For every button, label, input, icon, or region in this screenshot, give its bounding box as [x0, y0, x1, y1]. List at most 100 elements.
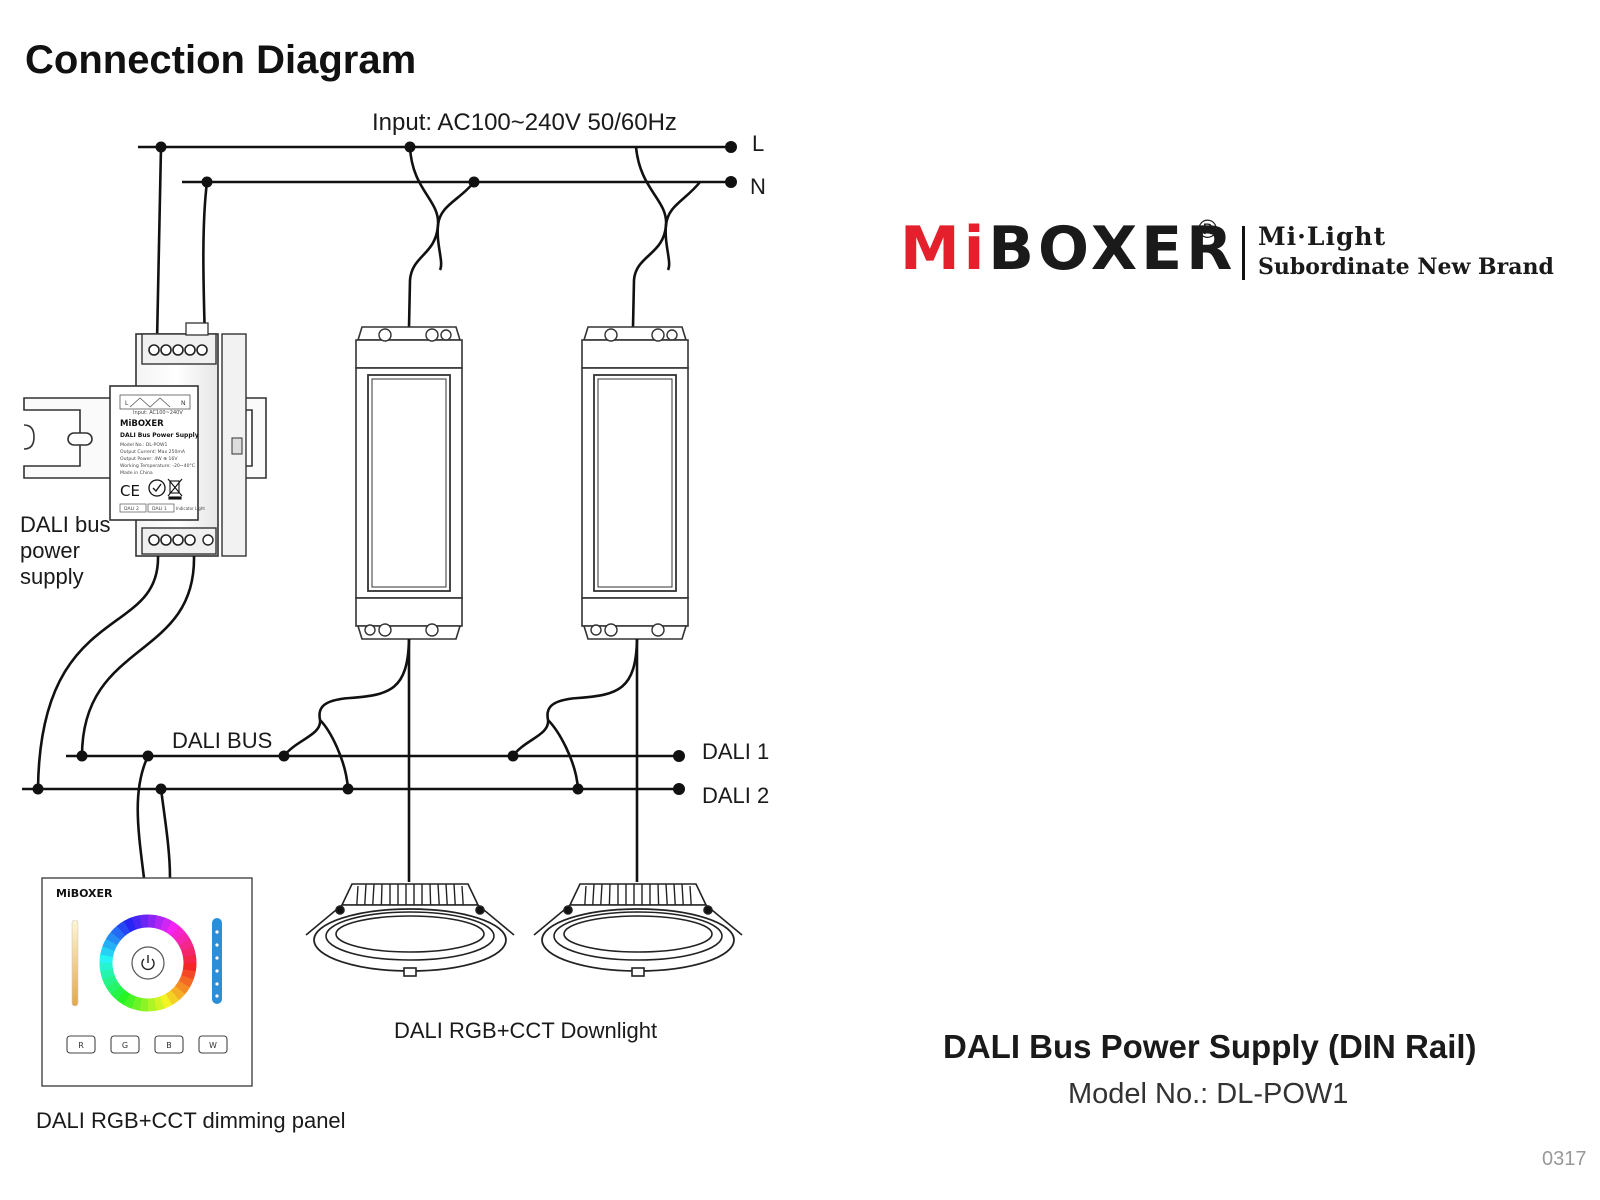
psu-top-terminal-N: N: [181, 400, 186, 407]
psu-spec-model: Model No.: DL-POW1: [120, 442, 167, 448]
color-wheel-segment: [147, 997, 157, 1012]
panel-wires: [136, 755, 172, 879]
miboxer-logo: MiBOXER: [900, 214, 1236, 284]
input-voltage-label: Input: AC100~240V 50/60Hz: [372, 109, 677, 136]
color-wheel-segment: [110, 925, 126, 941]
color-wheel-segment: [182, 954, 197, 964]
color-wheel-segment: [100, 946, 115, 957]
color-wheel-segment: [170, 925, 186, 941]
color-wheel-segment: [100, 968, 115, 980]
color-wheel-segment: [123, 993, 136, 1009]
brand-divider: [1242, 226, 1245, 280]
model-number: Model No.: DL-POW1: [1068, 1078, 1349, 1110]
driver-input-wires: [407, 146, 702, 328]
psu-input-text: Input: AC100~240V: [133, 410, 183, 416]
registered-mark: ®: [1198, 214, 1218, 244]
dali-bus-lines: [22, 754, 680, 791]
dali-2-label: DALI 2: [702, 783, 770, 808]
color-wheel-segment: [105, 931, 122, 946]
psu-top-terminal-L: L: [125, 400, 129, 407]
panel-brightness-slider: [212, 918, 222, 1004]
psu-spec-temp: Working Temperature: -20~40°C: [120, 463, 195, 469]
color-wheel-segment: [170, 985, 186, 1001]
panel-button-r-label: R: [78, 1041, 84, 1050]
driver-output-wires: [282, 638, 639, 882]
psu-label-line1: DALI bus: [20, 512, 111, 537]
color-wheel-segment: [116, 920, 131, 936]
dali-bus-power-supply: L N Input: AC100~240V MiBOXER DALI Bus P…: [109, 322, 247, 557]
dali-bus-label: DALI BUS: [172, 728, 273, 753]
psu-bottom-indicator-label: Indicator Light: [176, 506, 205, 511]
panel-cct-slider: [71, 919, 79, 1007]
page-code: 0317: [1542, 1148, 1587, 1170]
color-wheel-segment: [105, 980, 121, 995]
dali-dimming-panel: MiBOXER R G B W: [41, 877, 253, 1087]
downlight-1: [305, 883, 515, 977]
psu-bottom-terminal-dali2: DALI 2: [124, 506, 139, 512]
brand-logo-mi: Mi: [900, 214, 989, 284]
color-wheel-segment: [160, 917, 173, 933]
rohs-mark-icon: [148, 479, 166, 497]
color-wheel-segment: [181, 969, 196, 980]
color-wheel-segment: [178, 938, 194, 952]
psu-indicator-light: [202, 534, 214, 546]
psu-logo: MiBOXER: [120, 419, 164, 429]
page-title: Connection Diagram: [25, 38, 417, 82]
color-wheel-segment: [175, 931, 191, 946]
color-wheel-segment: [99, 954, 114, 964]
dali-1-label: DALI 1: [702, 739, 770, 764]
dali-driver-2: [581, 326, 689, 640]
panel-button-w-label: W: [209, 1041, 217, 1050]
color-wheel-segment: [139, 997, 149, 1012]
dali-driver-1: [355, 326, 463, 640]
panel-button-r: [66, 1035, 96, 1054]
color-wheel-segment: [139, 914, 149, 929]
psu-input-wires: [155, 146, 209, 343]
color-wheel-segment: [116, 989, 131, 1006]
psu-spec-power: Output Power: 4W ⊕ 16V: [120, 456, 178, 462]
panel-button-g-label: G: [122, 1041, 128, 1050]
ac-mains-lines: [138, 145, 733, 184]
color-wheel-segment: [165, 920, 180, 937]
color-wheel-segment: [154, 915, 165, 930]
color-wheel-segment: [165, 990, 180, 1006]
color-wheel-segment: [178, 975, 194, 988]
color-wheel-segment: [99, 962, 114, 972]
psu-label-line3: supply: [20, 564, 84, 589]
psu-bottom-terminal-screws: [148, 534, 196, 546]
color-wheel-segment: [182, 962, 197, 972]
color-wheel-segment: [102, 974, 118, 988]
panel-color-wheel: [99, 914, 197, 1012]
color-wheel-segment: [153, 996, 165, 1011]
color-wheel-segment: [110, 985, 126, 1001]
ce-mark-icon: CE: [120, 482, 140, 500]
psu-label-line2: power: [20, 538, 80, 563]
downlight-label: DALI RGB+CCT Downlight: [394, 1018, 658, 1043]
panel-buttons: R G B W: [66, 1035, 228, 1054]
downlight-2: [533, 883, 743, 977]
panel-button-w: [198, 1035, 228, 1054]
line-N-label: N: [750, 174, 766, 199]
line-L-label: L: [752, 131, 765, 156]
psu-top-terminal-screws: [148, 344, 208, 356]
panel-button-b-label: B: [166, 1041, 172, 1050]
psu-output-wires: [36, 555, 196, 790]
color-wheel-segment: [131, 915, 143, 930]
panel-label: DALI RGB+CCT dimming panel: [36, 1108, 346, 1133]
product-name: DALI Bus Power Supply (DIN Rail): [943, 1028, 1477, 1065]
brand-subtitle-tagline: Subordinate New Brand: [1258, 254, 1554, 280]
color-wheel-segment: [159, 993, 173, 1009]
psu-title: DALI Bus Power Supply: [120, 432, 199, 439]
color-wheel-segment: [102, 938, 118, 951]
color-wheel-segment: [181, 946, 196, 958]
panel-button-g: [110, 1035, 140, 1054]
brand-subtitle-milight: Mi·Light: [1258, 222, 1387, 251]
color-wheel-segment: [147, 914, 157, 929]
color-wheel-segment: [123, 917, 137, 933]
color-wheel-segment: [174, 980, 191, 995]
psu-bottom-terminal-dali1: DALI 1: [152, 506, 167, 512]
brand-logo-boxer: BOXER: [988, 214, 1237, 284]
psu-spec-origin: Made in China: [120, 470, 153, 476]
panel-logo: MiBOXER: [56, 887, 113, 900]
